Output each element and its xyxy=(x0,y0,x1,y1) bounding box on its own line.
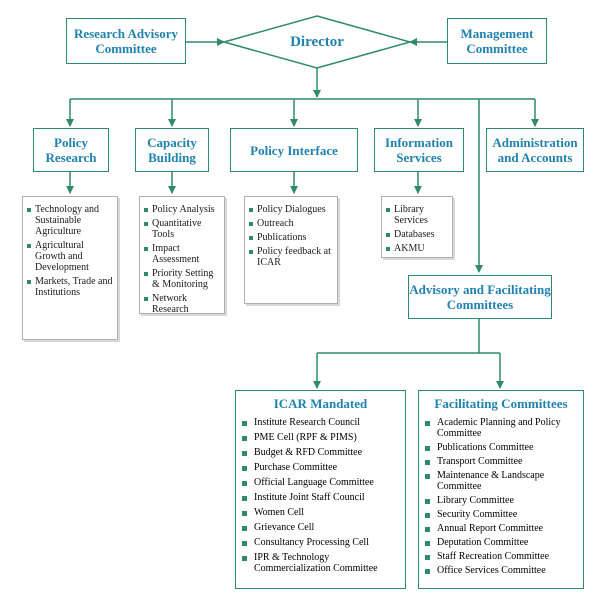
list-item: Budget & RFD Committee xyxy=(240,447,403,458)
list-item: Institute Joint Staff Council xyxy=(240,492,403,503)
list-item: Impact Assessment xyxy=(142,243,222,265)
list-item: Policy Dialogues xyxy=(247,204,335,215)
administration-label: Administration and Accounts xyxy=(492,135,578,165)
management-label: Management Committee xyxy=(460,26,534,56)
list-item: Staff Recreation Committee xyxy=(423,551,581,562)
list-item: Security Committee xyxy=(423,509,581,520)
advisory-facilitating-box: Advisory and Facilitating Committees xyxy=(408,275,552,319)
management-committee: Management Committee xyxy=(447,18,547,64)
list-item: Library Committee xyxy=(423,495,581,506)
capacity-building-box: Capacity Building xyxy=(135,128,209,172)
capacity-building-label: Capacity Building xyxy=(147,135,197,165)
list-item: Academic Planning and Policy Committee xyxy=(423,417,581,439)
list-item: Institute Research Council xyxy=(240,417,403,428)
list-item: PME Cell (RPF & PIMS) xyxy=(240,432,403,443)
capacity-building-list: Policy Analysis Quantitative Tools Impac… xyxy=(139,196,225,315)
policy-interface-list: Policy Dialogues Outreach Publications P… xyxy=(244,196,338,304)
list-item: AKMU xyxy=(384,243,450,254)
facilitating-committees-box: Facilitating Committees Academic Plannin… xyxy=(418,390,584,589)
icar-mandated-box: ICAR Mandated Institute Research Council… xyxy=(235,390,406,589)
information-services-box: Information Services xyxy=(374,128,464,172)
information-services-list: Library Services Databases AKMU xyxy=(381,196,453,258)
director-label: Director xyxy=(290,33,344,50)
list-item: Consultancy Processing Cell xyxy=(240,537,403,548)
policy-interface-box: Policy Interface xyxy=(230,128,358,172)
research-advisory-label: Research Advisory Committee xyxy=(73,26,179,56)
information-services-label: Information Services xyxy=(385,135,453,165)
list-item: Policy feedback at ICAR xyxy=(247,246,335,268)
list-item: Transport Committee xyxy=(423,456,581,467)
list-item: Policy Analysis xyxy=(142,204,222,215)
facilitating-title: Facilitating Committees xyxy=(434,396,568,411)
advisory-label: Advisory and Facilitating Committees xyxy=(409,282,551,312)
policy-research-label: Policy Research xyxy=(45,135,97,165)
list-item: Deputation Committee xyxy=(423,537,581,548)
icar-mandated-title: ICAR Mandated xyxy=(273,396,368,411)
administration-box: Administration and Accounts xyxy=(486,128,584,172)
list-item: Quantitative Tools xyxy=(142,218,222,240)
list-item: Publications xyxy=(247,232,335,243)
policy-interface-label: Policy Interface xyxy=(250,142,338,158)
list-item: Grievance Cell xyxy=(240,522,403,533)
list-item: Office Services Committee xyxy=(423,565,581,576)
list-item: Priority Setting & Monitoring xyxy=(142,268,222,290)
list-item: IPR & Technology Commercialization Commi… xyxy=(240,552,403,574)
policy-research-list: Technology and Sustainable Agriculture A… xyxy=(22,196,118,340)
director-diamond xyxy=(221,15,413,69)
policy-research-box: Policy Research xyxy=(33,128,109,172)
list-item: Markets, Trade and Institutions xyxy=(25,276,113,298)
list-item: Purchase Committee xyxy=(240,462,403,473)
list-item: Annual Report Committee xyxy=(423,523,581,534)
research-advisory-committee: Research Advisory Committee xyxy=(66,18,186,64)
list-item: Technology and Sustainable Agriculture xyxy=(25,204,113,237)
list-item: Agricultural Growth and Development xyxy=(25,240,113,273)
list-item: Women Cell xyxy=(240,507,403,518)
list-item: Official Language Committee xyxy=(240,477,403,488)
list-item: Outreach xyxy=(247,218,335,229)
list-item: Maintenance & Landscape Committee xyxy=(423,470,581,492)
list-item: Library Services xyxy=(384,204,450,226)
list-item: Databases xyxy=(384,229,450,240)
list-item: Network Research xyxy=(142,293,222,315)
list-item: Publications Committee xyxy=(423,442,581,453)
